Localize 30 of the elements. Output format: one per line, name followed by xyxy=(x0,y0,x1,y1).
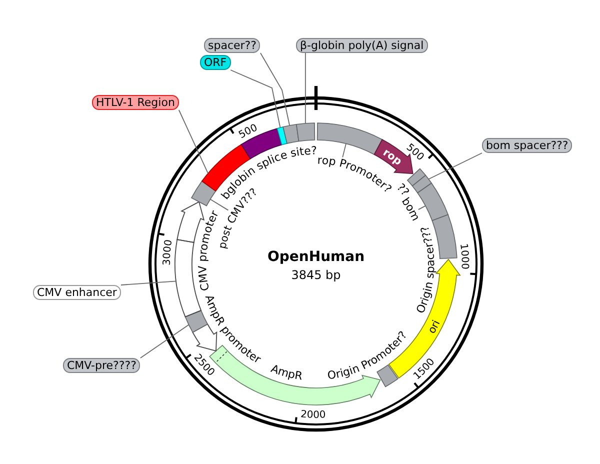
feature-label: AmpR xyxy=(269,362,304,383)
plasmid-name: OpenHuman xyxy=(267,249,365,266)
leader-line xyxy=(140,324,190,358)
leader-line xyxy=(304,52,306,124)
scale-label: 2000 xyxy=(300,409,326,421)
callout-label: CMV enhancer xyxy=(33,285,121,300)
feature-segment xyxy=(407,168,426,186)
feature-segment xyxy=(417,182,448,221)
callout-label: CMV-pre???? xyxy=(63,358,140,373)
feature-segment xyxy=(191,180,216,206)
feature-label: ?? xyxy=(394,181,412,198)
scale-label: 500 xyxy=(237,122,260,142)
leader-line xyxy=(210,198,229,211)
leader-line xyxy=(418,205,426,210)
feature-segment xyxy=(282,124,300,144)
leader-line xyxy=(260,52,290,126)
callout-label: ORF xyxy=(200,55,231,70)
feature-segment xyxy=(296,122,316,142)
scale-label: 500 xyxy=(404,142,426,164)
leader-line xyxy=(120,280,176,286)
callout-label: bom spacer??? xyxy=(482,138,572,153)
leader-line xyxy=(342,143,346,158)
feature-label: ori xyxy=(426,318,443,336)
callout-label: β-globin poly(A) signal xyxy=(296,38,428,53)
callout-label: HTLV-1 Region xyxy=(92,95,179,110)
callout-label: spacer?? xyxy=(204,38,260,53)
feature-segment xyxy=(412,174,432,194)
leader-line xyxy=(428,152,482,180)
leader-line xyxy=(230,70,281,128)
plasmid-size: 3845 bp xyxy=(291,269,341,283)
